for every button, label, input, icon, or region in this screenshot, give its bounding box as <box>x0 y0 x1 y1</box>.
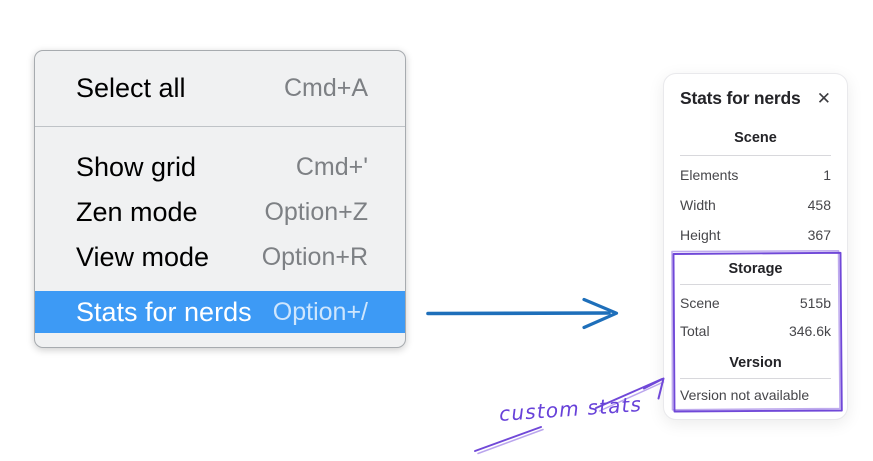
stat-row-scene-size: Scene 515b <box>680 289 831 317</box>
stat-row-total-size: Total 346.6k <box>680 317 831 345</box>
stat-label: Elements <box>680 167 739 183</box>
context-menu: Select all Cmd+A Show grid Cmd+' Zen mod… <box>34 50 406 348</box>
stats-panel-title: Stats for nerds <box>680 87 801 108</box>
section-divider <box>680 378 831 379</box>
menu-item-zen-mode[interactable]: Zen mode Option+Z <box>35 190 405 235</box>
section-divider <box>680 155 831 156</box>
version-note: Version not available <box>680 383 831 407</box>
stat-row-width: Width 458 <box>680 190 831 220</box>
menu-item-shortcut: Option+Z <box>264 198 368 226</box>
stat-value: 346.6k <box>788 323 831 339</box>
stat-value: 458 <box>807 197 831 213</box>
stat-label: Width <box>680 197 716 213</box>
menu-item-view-mode[interactable]: View mode Option+R <box>35 235 405 280</box>
section-divider <box>680 284 831 285</box>
blue-arrow <box>426 297 619 330</box>
stat-label: Total <box>680 323 710 339</box>
menu-item-label: Zen mode <box>76 197 198 227</box>
menu-item-show-grid[interactable]: Show grid Cmd+' <box>35 145 405 190</box>
menu-item-shortcut: Option+R <box>261 243 368 271</box>
menu-item-shortcut: Cmd+A <box>283 74 368 102</box>
menu-item-label: View mode <box>76 242 210 272</box>
stats-panel-header: Stats for nerds ✕ <box>680 87 831 109</box>
close-icon[interactable]: ✕ <box>816 88 831 108</box>
menu-item-label: Stats for nerds <box>76 296 252 327</box>
stat-row-elements: Elements 1 <box>680 160 831 190</box>
stat-value: 1 <box>823 167 831 183</box>
stat-value: 515b <box>799 295 831 311</box>
menu-group: Show grid Cmd+' Zen mode Option+Z View m… <box>35 127 405 333</box>
version-note-text: Version not available <box>680 387 810 403</box>
menu-item-select-all[interactable]: Select all Cmd+A <box>35 51 405 127</box>
menu-item-shortcut: Option+/ <box>272 297 368 326</box>
menu-item-shortcut: Cmd+' <box>295 153 368 181</box>
section-heading-version: Version <box>729 355 782 371</box>
section-heading-storage: Storage <box>728 261 783 277</box>
menu-item-label: Show grid <box>76 152 197 182</box>
stat-label: Height <box>680 227 721 243</box>
handwritten-label: custom stats <box>498 392 643 426</box>
stats-panel: Stats for nerds ✕ Scene Elements 1 Width… <box>663 73 848 420</box>
menu-item-stats-for-nerds[interactable]: Stats for nerds Option+/ <box>35 291 405 333</box>
stat-row-height: Height 367 <box>680 220 831 250</box>
stat-value: 367 <box>807 227 831 243</box>
section-heading-scene: Scene <box>734 130 777 146</box>
menu-item-label: Select all <box>76 73 186 103</box>
stat-label: Scene <box>680 295 720 311</box>
